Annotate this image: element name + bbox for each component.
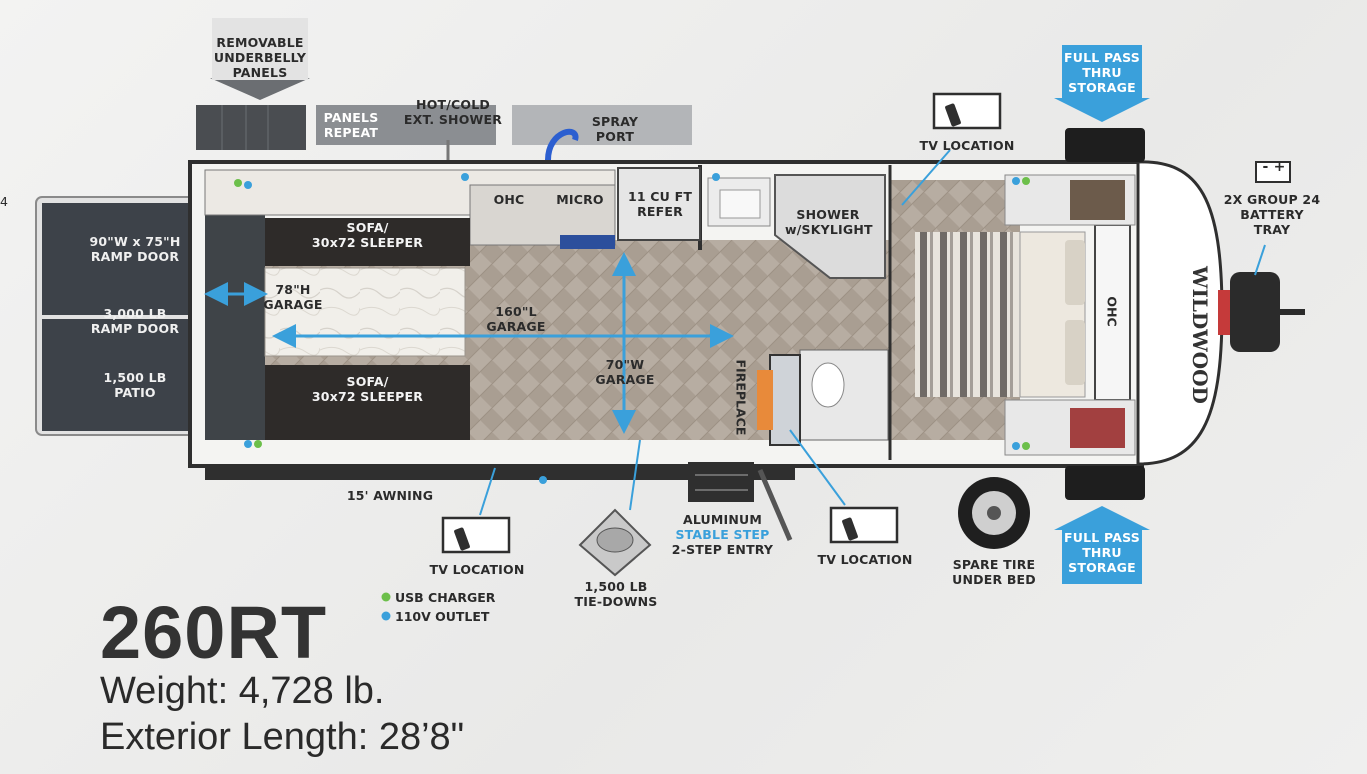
ramp-door-rating-label: 3,000 LB RAMP DOOR	[90, 306, 180, 336]
awning-rail	[205, 468, 795, 480]
battery-icon	[1255, 161, 1291, 183]
hitch-battery	[1218, 272, 1305, 352]
tiedowns-label: 1,500 LB TIE-DOWNS	[574, 579, 658, 609]
legend-outlet: 110V OUTLET	[380, 609, 489, 624]
front-pass-thru-top	[1065, 128, 1145, 162]
outlet-dot-spacer	[380, 612, 389, 621]
shower-label: SHOWER w/SKYLIGHT	[785, 207, 873, 237]
pass-thru-bottom-label: FULL PASS THRU STORAGE	[1064, 530, 1140, 575]
bathroom	[707, 174, 889, 446]
refer-label: 11 CU FT REFER	[627, 189, 693, 219]
bed-ohc-label: OHC	[1104, 296, 1120, 327]
spray-port-label: SPRAY PORT	[591, 114, 639, 144]
step-line-1: ALUMINUM	[682, 512, 763, 527]
sofa-bottom-label: SOFA/ 30x72 SLEEPER	[311, 374, 424, 404]
garage-dimension-arrows	[204, 252, 734, 434]
legend-usb-label: USB CHARGER	[395, 590, 496, 605]
ramp-door	[35, 196, 197, 436]
ramp-door-size-label: 90"W x 75"H RAMP DOOR	[89, 234, 181, 264]
micro-label: MICRO	[556, 192, 604, 207]
garage-length-label: 160"L GARAGE	[486, 304, 546, 334]
pass-thru-arrow-top	[1054, 45, 1150, 122]
tv-location-right-label: TV LOCATION	[817, 552, 913, 567]
entry-step	[688, 462, 793, 541]
battery-tray-label: 2X GROUP 24 BATTERY TRAY	[1223, 192, 1321, 237]
legend-usb: USB CHARGER	[380, 590, 495, 605]
model-name: 260RT	[100, 591, 328, 674]
length-spec: Exterior Length: 28’8"	[100, 716, 465, 758]
front-pass-thru-bottom	[1065, 466, 1145, 500]
usb-dot-spacer	[380, 593, 389, 602]
tv-icon-top	[932, 92, 1002, 130]
fireplace-label: FIREPLACE	[733, 359, 749, 436]
step-line-2: STABLE STEP	[675, 527, 770, 542]
ext-shower-label: HOT/COLD EXT. SHOWER	[403, 97, 503, 127]
pass-thru-arrow-bottom	[1054, 506, 1150, 584]
edge-mark: 4	[0, 194, 9, 209]
legend-outlet-label: 110V OUTLET	[395, 609, 490, 624]
battery-symbol: - +	[1262, 159, 1286, 175]
garage-height-label: 78"H GARAGE	[263, 282, 323, 312]
pass-thru-top-label: FULL PASS THRU STORAGE	[1064, 50, 1140, 95]
patio-label: 1,500 LB PATIO	[103, 370, 167, 400]
leader-lines	[479, 149, 1266, 516]
weight-spec: Weight: 4,728 lb.	[100, 670, 385, 712]
underbelly-label: REMOVABLE UNDERBELLY PANELS	[213, 35, 307, 80]
tv-icon-bottom-left	[441, 516, 511, 554]
tv-location-left-label: TV LOCATION	[429, 562, 525, 577]
panels-repeat-label: PANELS REPEAT	[323, 110, 379, 140]
spare-tire-label: SPARE TIRE UNDER BED	[952, 557, 1036, 587]
outlet-markers	[234, 173, 1030, 621]
garage-width-label: 70"W GARAGE	[595, 357, 655, 387]
awning-label: 15' AWNING	[346, 488, 434, 503]
step-line-3: 2-STEP ENTRY	[671, 542, 774, 557]
bedroom	[915, 174, 1136, 456]
kitchen-ohc-label: OHC	[493, 192, 525, 207]
sofa-top-label: SOFA/ 30x72 SLEEPER	[311, 220, 424, 250]
tv-icon-bottom-right	[829, 506, 899, 544]
tie-down-icon	[578, 508, 652, 577]
kitchen-counter	[204, 167, 701, 249]
underbelly-panels	[196, 18, 692, 150]
brand-logo: WILDWOOD	[1188, 266, 1212, 404]
spray-hose	[545, 128, 579, 161]
spare-tire-icon	[958, 477, 1030, 549]
sofas	[265, 218, 470, 440]
tv-location-top-label: TV LOCATION	[919, 138, 1015, 153]
